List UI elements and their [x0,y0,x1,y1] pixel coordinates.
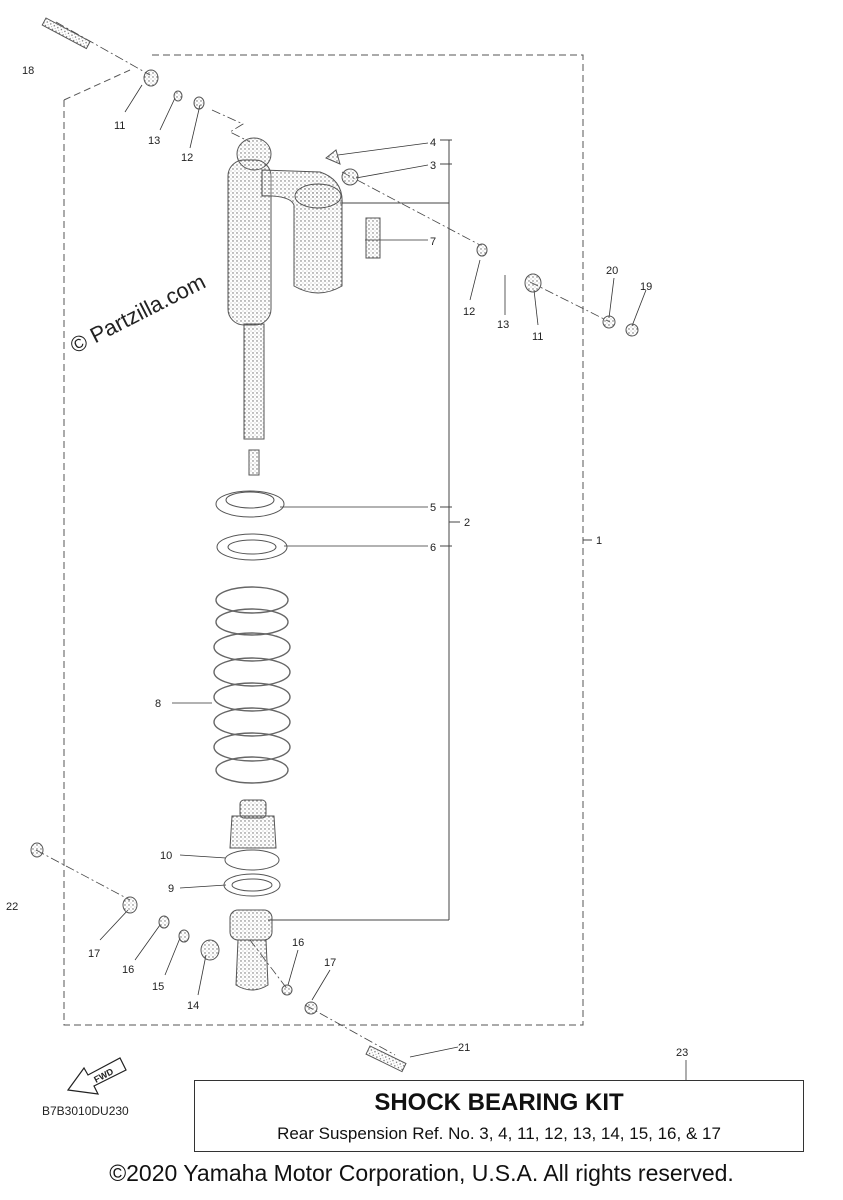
callout-13-right: 13 [497,319,509,331]
callout-12-top: 12 [181,152,193,164]
callout-10: 10 [160,850,172,862]
callout-4: 4 [430,137,436,149]
callout-7: 7 [430,236,436,248]
callout-11-top: 11 [114,120,125,132]
callout-labels: 1 2 3 4 5 6 7 8 9 10 11 11 12 12 13 13 1… [6,65,688,1059]
shock-shaft [243,323,265,476]
bump-stopper [229,799,277,849]
lower-clevis [229,909,273,991]
callout-20: 20 [606,265,618,277]
lower-collar [223,849,281,897]
shock-absorber-body [227,137,381,326]
callout-16-right: 16 [292,937,304,949]
callout-16-left: 16 [122,964,134,976]
callout-5: 5 [430,502,436,514]
callout-2: 2 [464,517,470,529]
callout-13-top: 13 [148,135,160,147]
assembly-boundary-top-left [63,69,131,101]
callout-19: 19 [640,281,652,293]
kit-subtitle: Rear Suspension Ref. No. 3, 4, 11, 12, 1… [277,1124,721,1143]
callout-11-right: 11 [532,331,543,343]
callout-1: 1 [596,535,602,547]
callout-17-right: 17 [324,957,336,969]
callout-18: 18 [22,65,34,77]
callout-23: 23 [676,1047,688,1059]
callout-14: 14 [187,1000,199,1012]
drawing-code: B7B3010DU230 [42,1104,129,1118]
kit-title: SHOCK BEARING KIT [374,1089,624,1116]
fwd-arrow-icon: FWD [66,1057,127,1095]
callout-3: 3 [430,160,436,172]
callout-15: 15 [152,981,164,993]
spring-seat-lower [216,533,288,561]
axis-lines [35,21,611,1056]
bracket-lines [268,139,592,921]
callout-6: 6 [430,542,436,554]
coil-spring [213,586,291,784]
hardware-parts [30,17,639,1073]
callout-17-left: 17 [88,948,100,960]
callout-9: 9 [168,883,174,895]
assembly-boundary [63,54,584,1026]
spring-seat-upper [215,490,285,518]
shock-bearing-kit-box: SHOCK BEARING KIT Rear Suspension Ref. N… [194,1080,804,1152]
callout-8: 8 [155,698,161,710]
callout-12-right: 12 [463,306,475,318]
copyright-notice: ©2020 Yamaha Motor Corporation, U.S.A. A… [109,1160,734,1186]
callout-21: 21 [458,1042,470,1054]
leader-lines [99,84,687,1080]
callout-22: 22 [6,901,18,913]
